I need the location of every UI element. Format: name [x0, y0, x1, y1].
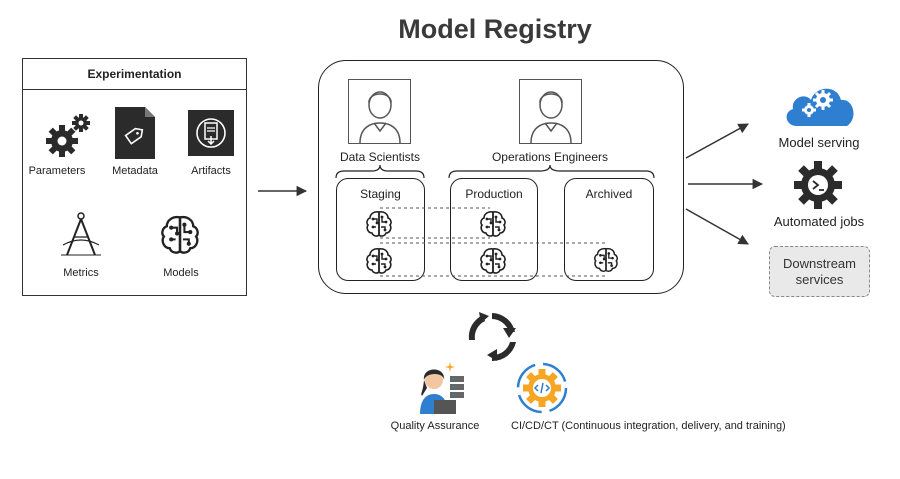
cloud-gears-icon: [786, 88, 854, 126]
brain-icon: [480, 211, 506, 237]
quality-assurance-label: Quality Assurance: [390, 420, 480, 432]
operations-engineer-avatar: [519, 79, 582, 144]
brain-icon: [594, 247, 618, 272]
gears-icon: [46, 114, 90, 157]
production-label: Production: [465, 187, 523, 201]
data-scientist-avatar: [348, 79, 411, 144]
staging-label: Staging: [360, 187, 401, 201]
quality-assurance-icon: [420, 362, 464, 414]
model-registry-container: [318, 60, 684, 294]
artifact-icon: [188, 110, 234, 156]
cicd-gear-icon: [516, 362, 568, 414]
downstream-services-box: Downstream services: [769, 246, 870, 297]
brain-icon: [366, 211, 392, 237]
artifacts-label: Artifacts: [191, 165, 231, 177]
diagram-title: Model Registry: [398, 14, 592, 44]
terminal-gear-icon: [794, 161, 842, 209]
metadata-label: Metadata: [112, 165, 158, 177]
cycle-arrows-icon: [468, 312, 516, 362]
models-label: Models: [163, 267, 199, 279]
brain-icon: [366, 248, 392, 274]
experimentation-heading: Experimentation: [23, 59, 246, 90]
archived-label: Archived: [585, 187, 633, 201]
cicd-label: CI/CD/CT (Continuous integration, delive…: [511, 420, 786, 432]
metrics-label: Metrics: [63, 267, 99, 279]
data-scientists-label: Data Scientists: [339, 150, 421, 164]
brain-icon: [480, 248, 506, 274]
experimentation-panel: Experimentation Parameters Metadata: [22, 58, 247, 296]
operations-engineers-label: Operations Engineers: [491, 150, 609, 164]
compass-icon: [61, 212, 101, 256]
production-stage: Production: [450, 178, 538, 281]
model-serving-label: Model serving: [778, 135, 860, 150]
automated-jobs-label: Automated jobs: [773, 214, 865, 229]
tag-document-icon: [115, 107, 155, 159]
archived-stage: Archived: [564, 178, 654, 281]
staging-stage: Staging: [336, 178, 425, 281]
parameters-label: Parameters: [28, 165, 86, 177]
